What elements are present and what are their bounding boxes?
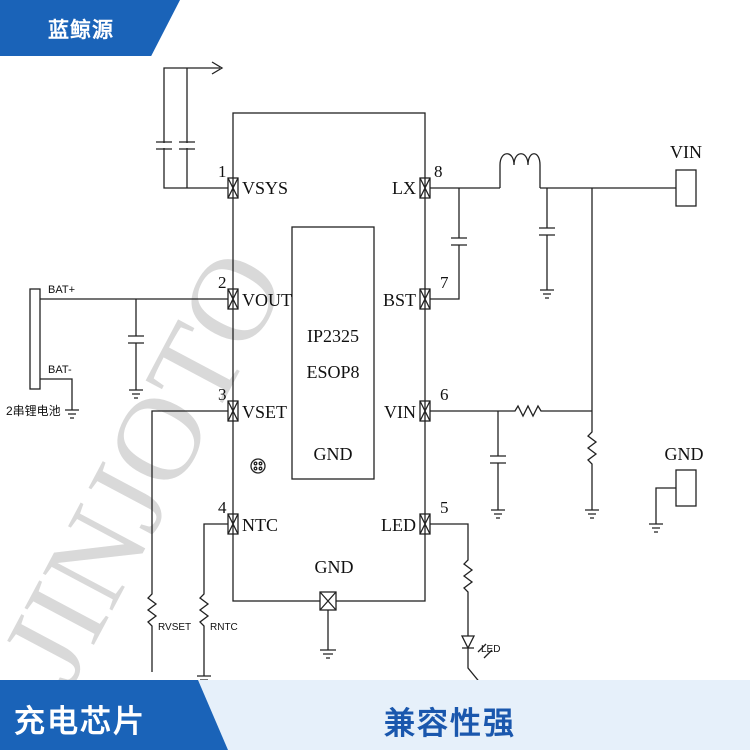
- pin-5-name: LED: [381, 515, 416, 535]
- brand-banner: [0, 0, 180, 56]
- vout-battery-network: [29, 288, 228, 419]
- circuit-schematic: JINJOTO IP2325 ESOP8 GND GND 1 VSYS 2 VO…: [0, 61, 704, 680]
- chip-center-box: [291, 226, 375, 480]
- lx-inductor-network: [430, 153, 697, 519]
- led-label: LED: [481, 644, 500, 655]
- rntc-label: RNTC: [210, 622, 238, 633]
- pin-4-number: 4: [218, 498, 227, 517]
- gnd-connector-label: GND: [665, 444, 704, 464]
- vin-connector-label: VIN: [670, 142, 702, 162]
- rntc-resistor: [197, 523, 228, 680]
- footer-right-label: 兼容性强: [384, 706, 516, 742]
- battery-description: 2串锂电池: [6, 403, 61, 418]
- footer-bar: 充电芯片 兼容性强: [0, 680, 750, 750]
- pin-6-name: VIN: [384, 402, 416, 422]
- bottom-gnd-pin: [319, 591, 337, 659]
- chip-part-label: IP2325: [307, 326, 359, 346]
- footer-left-label: 充电芯片: [14, 704, 146, 740]
- pin-1-name: VSYS: [242, 178, 288, 198]
- vin-pin-network: [430, 404, 592, 519]
- pin-8-name: LX: [392, 178, 416, 198]
- gnd-connector: [649, 469, 697, 533]
- chip-package-label: ESOP8: [306, 362, 359, 382]
- vsys-capacitors: [156, 61, 228, 189]
- pin-6-number: 6: [440, 385, 449, 404]
- pin-2-name: VOUT: [242, 290, 292, 310]
- footer-light-panel: [198, 680, 750, 750]
- pin-3-name: VSET: [242, 402, 287, 422]
- pin-8-number: 8: [434, 162, 443, 181]
- chip-center-gnd-label: GND: [314, 444, 353, 464]
- pin-3-number: 3: [218, 385, 227, 404]
- pin-2-number: 2: [218, 273, 227, 292]
- pin-7-name: BST: [383, 290, 416, 310]
- rvset-resistor: [146, 410, 228, 672]
- orientation-dot: [250, 458, 266, 474]
- battery-negative-label: BAT-: [48, 364, 72, 376]
- battery-positive-label: BAT+: [48, 284, 75, 296]
- pin-1-number: 1: [218, 162, 227, 181]
- brand-name: 蓝鲸源: [48, 18, 114, 42]
- rvset-label: RVSET: [158, 622, 191, 633]
- led-network: [430, 523, 493, 680]
- pin-5-number: 5: [440, 498, 449, 517]
- pin-4-name: NTC: [242, 515, 278, 535]
- pin-7-number: 7: [440, 273, 449, 292]
- bottom-gnd-label: GND: [315, 557, 354, 577]
